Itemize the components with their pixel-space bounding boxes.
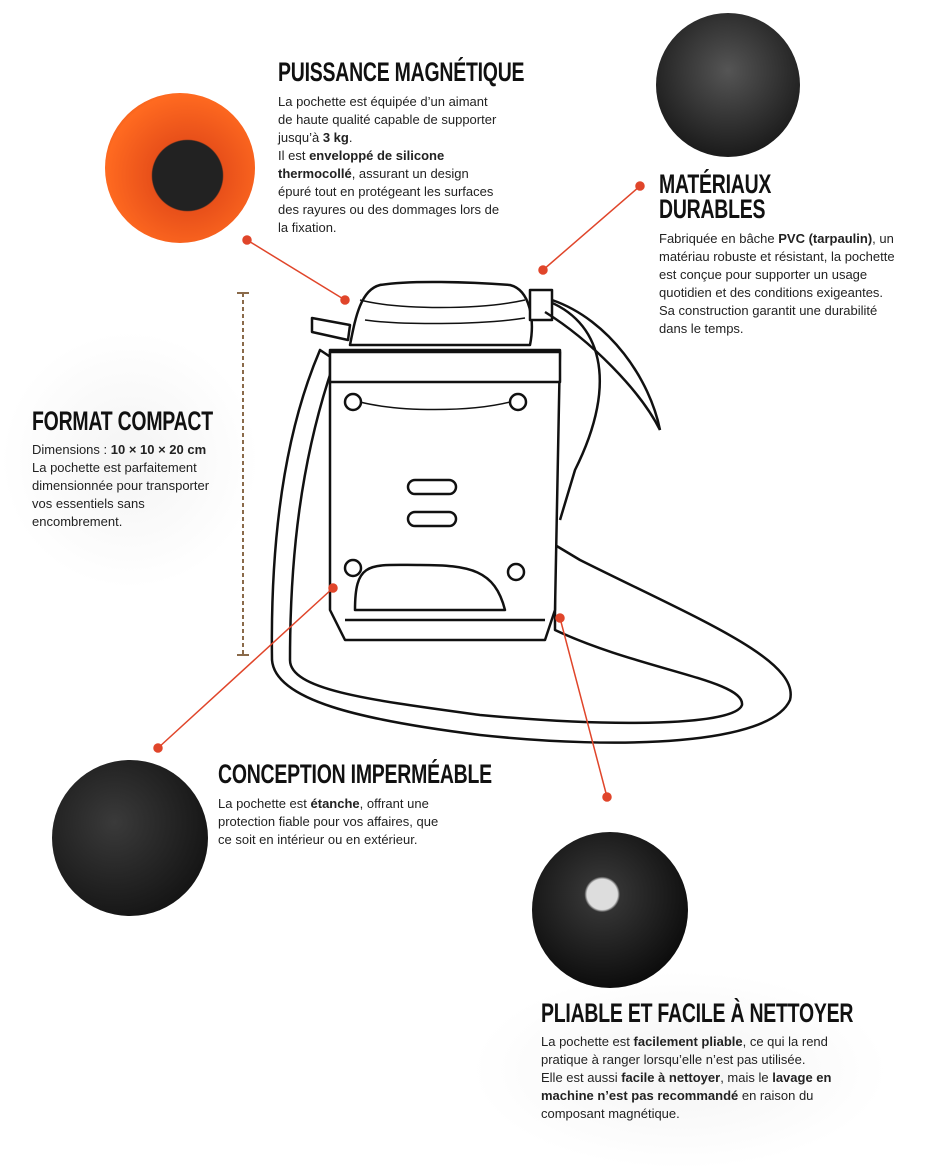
materials-title-line1: MATÉRIAUX — [659, 169, 772, 199]
magnetic-body: La pochette est équipée d’un aimant de h… — [278, 93, 503, 237]
pointer-lines — [153, 181, 645, 802]
body-text: Sa construction garantit une durabilité … — [659, 303, 878, 336]
body-text: , un matériau robuste et résistant, la p… — [659, 231, 895, 300]
emphasis-text: PVC (tarpaulin) — [778, 231, 873, 246]
bag-outline — [270, 280, 792, 744]
body-text: , offrant une protection fiable pour vos… — [218, 796, 439, 847]
emphasis-text: facilement pliable — [633, 1034, 743, 1049]
magnetic-title: PUISSANCE MAGNÉTIQUE — [278, 57, 525, 87]
body-text: , mais le — [720, 1070, 773, 1085]
foldable-photo — [532, 832, 688, 988]
emphasis-text: facile à nettoyer — [621, 1070, 721, 1085]
body-text: Elle est aussi — [541, 1070, 622, 1085]
emphasis-text: enveloppé de silicone thermocollé — [278, 148, 445, 181]
magnet-photo — [105, 93, 255, 243]
material-photo — [656, 13, 800, 157]
waterproof-body: La pochette est étanche, offrant une pro… — [218, 795, 443, 849]
emphasis-text: 3 kg — [322, 130, 349, 145]
materials-title-line2: DURABLES — [659, 194, 766, 224]
materials-body: Fabriquée en bâche PVC (tarpaulin), un m… — [659, 230, 899, 338]
emphasis-text: lavage en machine n’est pas recommandé — [541, 1070, 832, 1103]
emphasis-text: 10 × 10 × 20 cm — [110, 442, 207, 457]
waterproof-photo — [52, 760, 208, 916]
body-text: La pochette est — [541, 1034, 634, 1049]
compact-body: Dimensions : 10 × 10 × 20 cm La pochette … — [32, 441, 232, 531]
body-text: La pochette est équipée d’un aimant de h… — [278, 94, 497, 145]
body-text: en raison du composant magnétique. — [541, 1088, 814, 1121]
foldable-body: La pochette est facilement pliable, ce q… — [541, 1033, 866, 1123]
body-text: , ce qui la rend pratique à ranger lorsq… — [541, 1034, 828, 1067]
body-text: La pochette est parfaitement dimensionné… — [32, 460, 210, 529]
body-text: , assurant un design épuré tout en proté… — [278, 166, 500, 235]
bag-illustration — [153, 181, 792, 802]
foldable-title: PLIABLE ET FACILE À NETTOYER — [541, 998, 854, 1028]
body-text: Fabriquée en bâche — [659, 231, 779, 246]
dimension-line — [237, 292, 249, 656]
emphasis-text: étanche — [310, 796, 360, 811]
waterproof-title: CONCEPTION IMPERMÉABLE — [218, 759, 492, 789]
body-text: La pochette est — [218, 796, 311, 811]
body-text: Dimensions : — [32, 442, 111, 457]
compact-title: FORMAT COMPACT — [32, 406, 213, 436]
body-text: Il est — [278, 148, 310, 163]
body-text: . — [348, 130, 353, 145]
